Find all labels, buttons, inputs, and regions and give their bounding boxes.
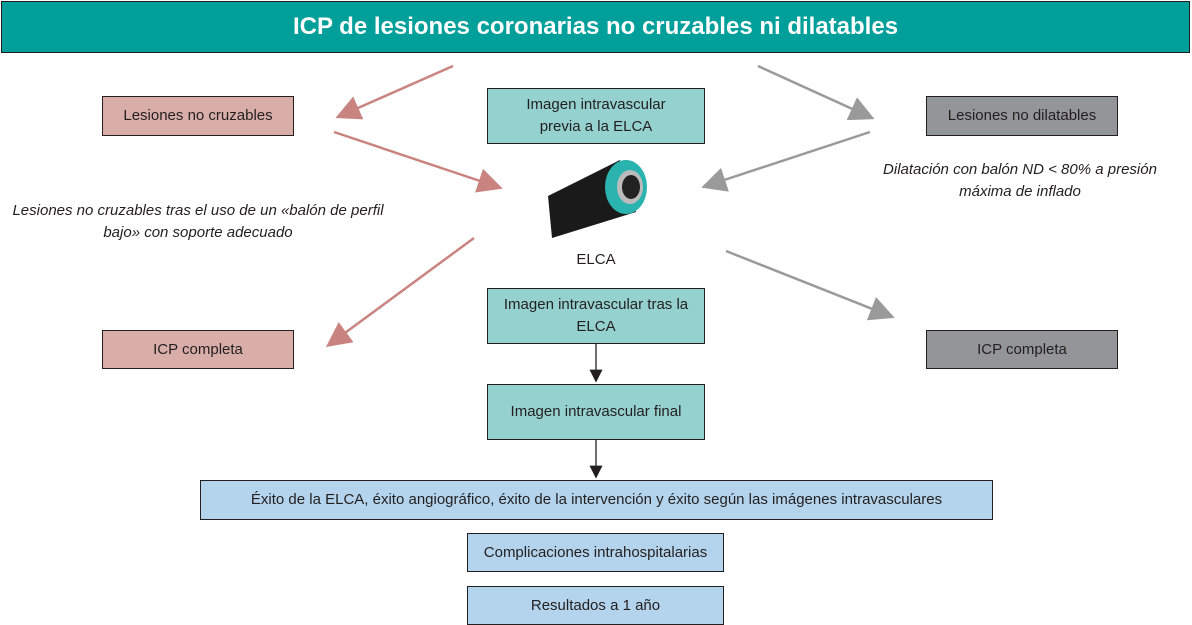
imagen-previa-box: Imagen intravascular previa a la ELCA	[487, 88, 705, 144]
lesiones-no-cruzables-box: Lesiones no cruzables	[102, 96, 294, 136]
arrow	[335, 64, 454, 120]
left-note: Lesiones no cruzables tras el uso de un …	[12, 202, 384, 241]
icp-completa-left-box: ICP completa	[102, 330, 294, 369]
right-note: Dilatación con balón ND < 80% a presión …	[883, 161, 1157, 200]
outcome-exito-box: Éxito de la ELCA, éxito angiográfico, éx…	[200, 480, 993, 520]
elca-catheter-icon	[548, 160, 647, 238]
imagen-tras-box: Imagen intravascular tras la ELCA	[487, 288, 705, 344]
imagen-final-box: Imagen intravascular final	[487, 384, 705, 440]
elca-label: ELCA	[576, 251, 616, 268]
page-title: ICP de lesiones coronarias no cruzables …	[1, 1, 1190, 53]
outcome-complicaciones-box: Complicaciones intrahospitalarias	[467, 533, 724, 572]
icp-completa-right-box: ICP completa	[926, 330, 1118, 369]
lesiones-no-dilatables-box: Lesiones no dilatables	[926, 96, 1118, 136]
outcome-resultados-box: Resultados a 1 año	[467, 586, 724, 625]
